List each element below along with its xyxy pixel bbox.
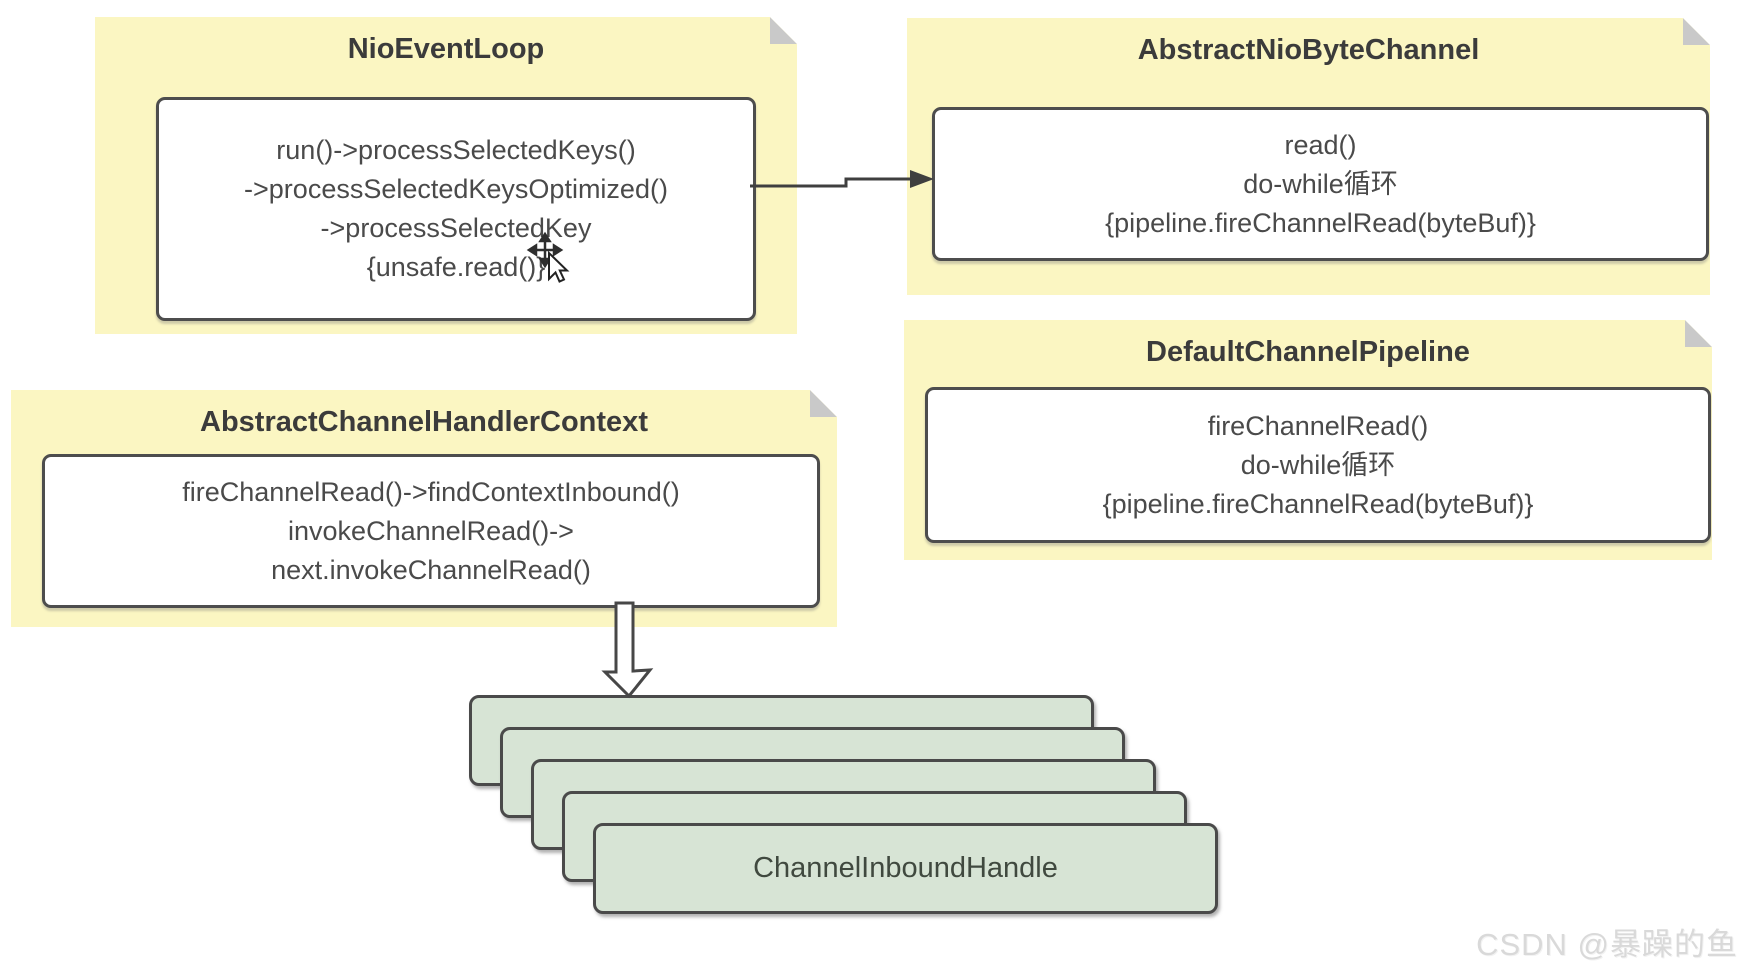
csdn-watermark: CSDN @暴躁的鱼 — [1476, 927, 1738, 962]
note-abstract-nio-byte-channel: AbstractNioByteChannel read() do-while循环… — [907, 18, 1710, 295]
folded-corner-icon — [770, 17, 797, 44]
channel-inbound-handler-card: ChannelInboundHandle — [593, 823, 1218, 914]
note-title: NioEventLoop — [347, 33, 545, 65]
code-line: ->processSelectedKey — [320, 213, 592, 243]
code-line: ->processSelectedKeysOptimized() — [244, 174, 668, 204]
note-title: AbstractNioByteChannel — [1137, 34, 1480, 66]
folded-corner-icon — [1685, 320, 1712, 347]
code-line: {pipeline.fireChannelRead(byteBuf)} — [1105, 207, 1536, 238]
code-line: next.invokeChannelRead() — [271, 554, 591, 585]
note-default-channel-pipeline: DefaultChannelPipeline fireChannelRead()… — [904, 320, 1712, 560]
code-line: do-while循环 — [1243, 168, 1398, 199]
code-line: invokeChannelRead()-> — [288, 515, 574, 546]
method-box: fireChannelRead() do-while循环 {pipeline.f… — [925, 387, 1711, 543]
code-line: fireChannelRead() — [1207, 410, 1429, 441]
method-box: run()->processSelectedKeys() ->processSe… — [156, 97, 756, 321]
code-line: fireChannelRead()->findContextInbound() — [182, 476, 680, 507]
method-box: fireChannelRead()->findContextInbound() … — [42, 454, 820, 608]
note-title: AbstractChannelHandlerContext — [200, 406, 648, 438]
code-line: {pipeline.fireChannelRead(byteBuf)} — [1102, 488, 1534, 519]
method-box: read() do-while循环 {pipeline.fireChannelR… — [932, 107, 1709, 261]
code-line: {unsafe.read()} — [366, 252, 546, 282]
folded-corner-icon — [1683, 18, 1710, 45]
code-line: do-while循环 — [1240, 449, 1396, 480]
folded-corner-icon — [810, 390, 837, 417]
note-abstract-channel-handler-context: AbstractChannelHandlerContext fireChanne… — [11, 390, 837, 627]
code-line: read() — [1284, 129, 1357, 160]
note-nio-event-loop: NioEventLoop run()->processSelectedKeys(… — [95, 17, 797, 334]
handler-label: ChannelInboundHandle — [753, 852, 1058, 884]
note-title: DefaultChannelPipeline — [1146, 336, 1470, 368]
code-line: run()->processSelectedKeys() — [276, 135, 636, 165]
